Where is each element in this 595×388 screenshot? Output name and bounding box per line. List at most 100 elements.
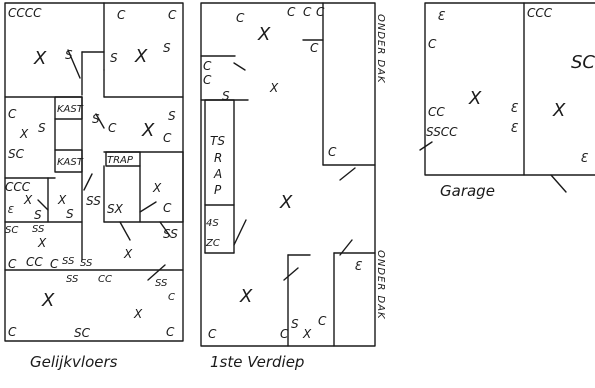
svg-text:ONDER DAK: ONDER DAK [375, 250, 386, 320]
mark-cc: CC [26, 255, 43, 269]
mark-c: C [236, 11, 245, 25]
mark-x: X [19, 127, 29, 141]
mark-sscc: SSCC [426, 125, 458, 139]
label-onder-dak-top: ONDER DAK [375, 14, 386, 84]
door-swing [419, 141, 433, 151]
mark-c: C [168, 292, 175, 303]
mark-c: C [50, 257, 59, 271]
mark-c: C [203, 59, 212, 73]
door-swing [159, 221, 171, 237]
mark-x: X [33, 48, 47, 69]
mark-s: S [66, 207, 74, 221]
mark-ss: SS [62, 256, 75, 267]
door-swing [95, 113, 105, 129]
door-swing [233, 62, 246, 71]
mark-s: S [92, 112, 100, 126]
mark-s: S [168, 109, 176, 123]
mark-c: C [166, 325, 175, 339]
mark-s: S [163, 41, 171, 55]
label-trap-first-a: A [213, 167, 222, 181]
mark-c: C [108, 121, 117, 135]
mark-e: Ɛ [510, 101, 519, 115]
label-trap-first-p: P [214, 183, 222, 197]
mark-x: X [269, 81, 279, 95]
mark-ss: SS [86, 194, 101, 208]
label-trap-ground: TRAP [107, 155, 134, 166]
mark-e: Ɛ [580, 151, 589, 165]
mark-x: X [41, 290, 55, 311]
ground-floor-plan [4, 2, 184, 342]
mark-ccc: CCC [5, 180, 31, 194]
mark-x: X [23, 193, 33, 207]
mark-s: S [38, 121, 46, 135]
mark-cc: CC [428, 105, 445, 119]
caption-first-floor: 1ste Verdiep [210, 353, 304, 371]
mark-sc: SC [74, 326, 91, 340]
mark-sscc: Ɛ [7, 205, 14, 216]
door-swing [339, 167, 356, 181]
mark-c: C [8, 257, 17, 271]
mark-s: S [222, 89, 230, 103]
mark-cs: SC [5, 225, 18, 236]
mark-ss: SS [80, 258, 93, 269]
label-trap-first-t: TS [210, 134, 225, 148]
label-onder-dak-bottom: ONDER DAK [375, 250, 386, 320]
mark-c: C [203, 73, 212, 87]
mark-sc: SC [571, 52, 595, 73]
mark-ss: SS [32, 224, 45, 235]
garage-outline [424, 2, 595, 176]
mark-c: C [163, 131, 172, 145]
mark-c: C [168, 8, 177, 22]
mark-c: C [280, 327, 289, 341]
mark-cccc: CCCC [8, 6, 42, 20]
door-swing [67, 49, 81, 79]
mark-c: C [8, 107, 17, 121]
mark-c: C [303, 5, 312, 19]
mark-c: C [328, 145, 337, 159]
mark-zc: ZC [205, 238, 220, 249]
ground-floor-outline [4, 2, 184, 342]
mark-ss: SS [155, 278, 168, 289]
door-swing [139, 201, 157, 213]
label-kast-2: KAST [57, 157, 84, 168]
caption-ground-floor: Gelijkvloers [30, 353, 118, 371]
mark-stairs-glyph: Ɛ [437, 9, 446, 23]
mark-c: C [428, 37, 437, 51]
mark-x: X [468, 88, 482, 109]
mark-x: X [302, 327, 312, 341]
mark-x: X [257, 24, 271, 45]
door-swing [147, 264, 166, 281]
mark-x: X [57, 193, 67, 207]
mark-x: X [552, 100, 566, 121]
mark-ss: SS [163, 227, 178, 241]
mark-x: X [134, 46, 148, 67]
mark-s: S [291, 317, 299, 331]
door-swing [37, 199, 49, 211]
mark-x: X [152, 181, 162, 195]
mark-ccc: CCC [527, 6, 553, 20]
door-swing [83, 173, 93, 191]
mark-e: Ɛ [510, 121, 519, 135]
door-swing [233, 219, 247, 246]
svg-text:ONDER DAK: ONDER DAK [375, 14, 386, 84]
mark-c: C [318, 314, 327, 328]
mark-x: X [133, 307, 143, 321]
mark-c: C [163, 201, 172, 215]
mark-c: C [310, 41, 319, 55]
mark-c: C [208, 327, 217, 341]
mark-c: C [117, 8, 126, 22]
mark-c: C [8, 325, 17, 339]
mark-x: X [37, 236, 47, 250]
door-swing [119, 221, 131, 241]
mark-s: S [65, 48, 73, 62]
mark-s: S [110, 51, 118, 65]
door-swing [550, 174, 567, 193]
mark-ss: SS [66, 274, 79, 285]
mark-c: C [287, 5, 296, 19]
mark-x: X [279, 192, 293, 213]
mark-s: S [34, 208, 42, 222]
trap-box-first [204, 99, 235, 206]
mark-sc: SC [8, 147, 25, 161]
mark-sx: SX [107, 202, 124, 216]
